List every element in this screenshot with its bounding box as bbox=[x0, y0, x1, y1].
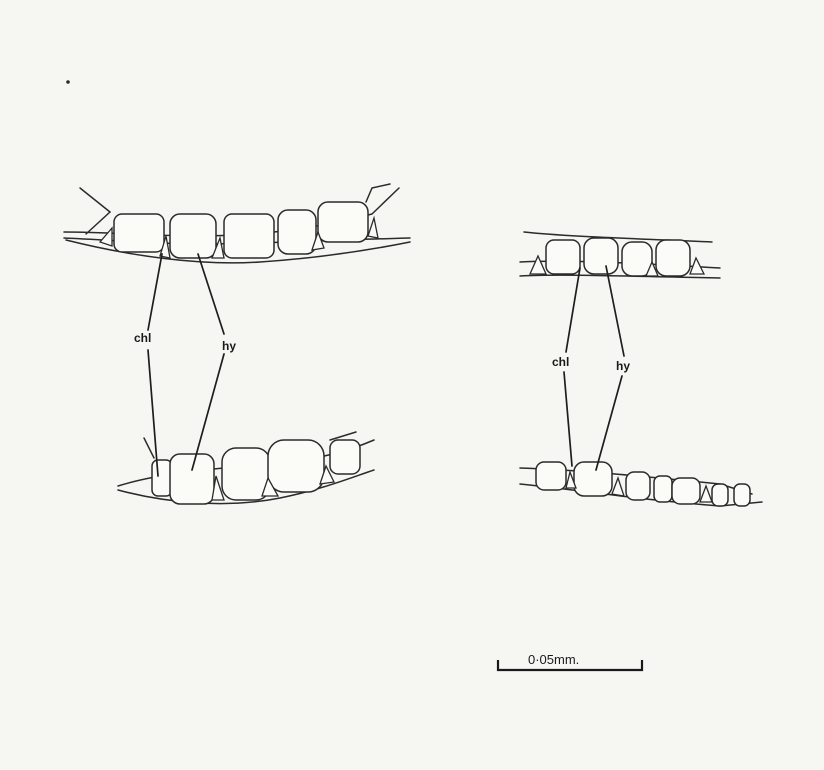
label-hy-left: hy bbox=[222, 339, 236, 353]
label-chl-left: chl bbox=[134, 331, 151, 345]
right-leader-lines bbox=[564, 266, 624, 470]
right-lower-leaf-section bbox=[520, 462, 762, 506]
right-upper-leaf-section bbox=[520, 232, 720, 278]
label-hy-right: hy bbox=[616, 359, 630, 373]
left-leader-lines bbox=[148, 254, 224, 476]
label-chl-right: chl bbox=[552, 355, 569, 369]
left-lower-leaf-section bbox=[118, 432, 374, 504]
speck bbox=[66, 80, 70, 84]
scale-bar-label: 0·05mm. bbox=[528, 652, 579, 667]
left-upper-leaf-section bbox=[64, 184, 410, 263]
